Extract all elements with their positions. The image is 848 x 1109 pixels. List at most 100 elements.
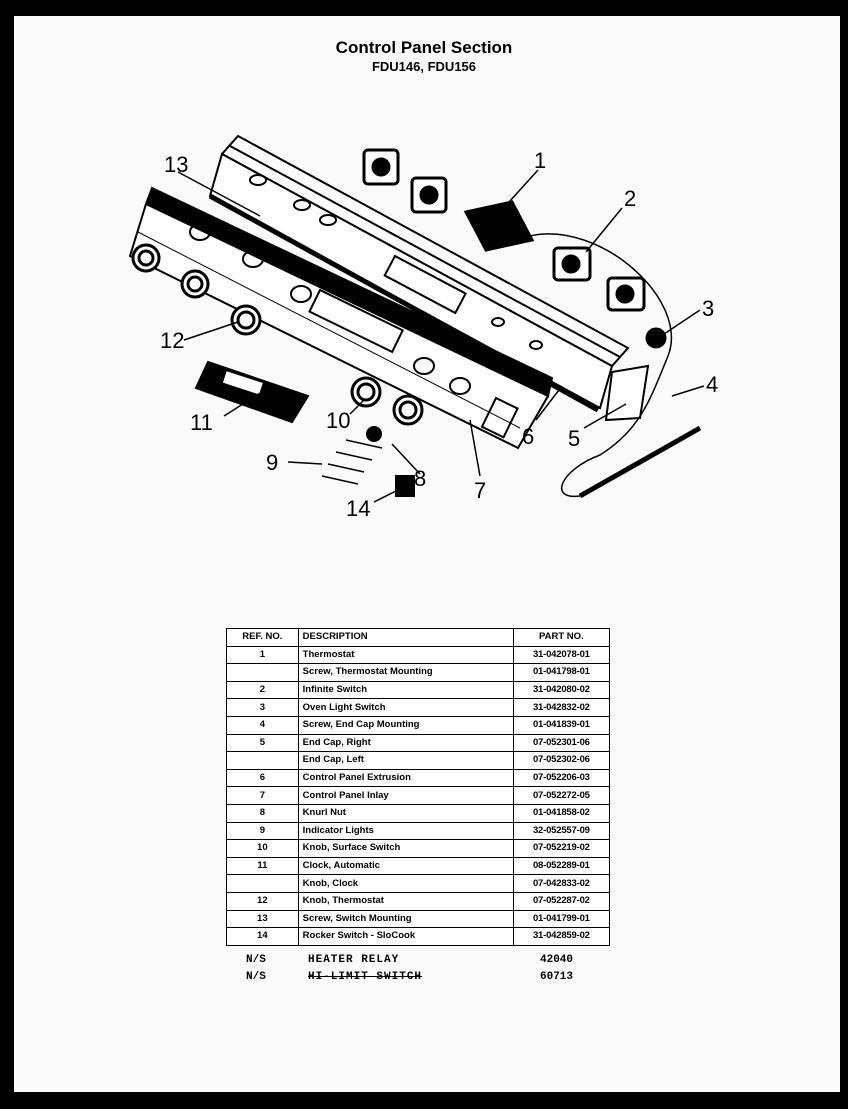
callout-10: 10 <box>326 408 350 433</box>
description-cell: Oven Light Switch <box>297 698 514 717</box>
column-header-ref: REF. NO. <box>226 628 299 647</box>
ref-cell: 10 <box>226 839 299 858</box>
ref-cell: 8 <box>226 803 299 823</box>
exploded-view-diagram: 1 2 3 4 5 6 7 8 9 10 11 12 13 14 <box>128 134 718 521</box>
clock-automatic <box>194 360 310 424</box>
part-number-cell: 31-042859-02 <box>512 927 611 946</box>
not-shown-part: 60713 <box>540 971 574 983</box>
part-number-cell: 07-052287-02 <box>512 891 611 911</box>
ref-cell: 13 <box>226 909 299 929</box>
page-title: Control Panel Section <box>335 38 513 57</box>
description-cell: Knob, Clock <box>297 874 514 893</box>
description-cell: Control Panel Inlay <box>297 786 514 805</box>
callout-14: 14 <box>346 496 370 521</box>
part-number-cell: 07-042833-02 <box>512 874 611 893</box>
ref-cell: 9 <box>226 821 299 841</box>
callout-3: 3 <box>702 296 714 321</box>
control-panel-extrusion <box>208 134 630 413</box>
callout-1: 1 <box>534 148 546 173</box>
ref-cell: 14 <box>226 927 299 946</box>
callout-8: 8 <box>414 466 426 491</box>
part-number-cell: 31-042080-02 <box>512 680 611 700</box>
ref-cell: 6 <box>226 768 299 788</box>
callout-7: 7 <box>474 478 486 503</box>
description-cell: Infinite Switch <box>297 680 514 700</box>
not-shown-ref: N/S <box>246 971 266 983</box>
table-header-row: REF. NO. DESCRIPTION PART NO. <box>226 628 611 647</box>
part-number-cell: 07-052206-03 <box>512 768 611 788</box>
description-cell: Screw, Switch Mounting <box>297 909 514 929</box>
callout-5: 5 <box>568 426 580 451</box>
not-shown-part: 42040 <box>540 954 574 966</box>
part-number-cell: 01-041839-01 <box>512 715 611 735</box>
wiring <box>529 233 673 498</box>
description-cell: Knob, Thermostat <box>297 891 514 911</box>
description-cell: Screw, End Cap Mounting <box>297 715 514 735</box>
description-cell: Clock, Automatic <box>297 856 514 876</box>
not-shown-ref: N/S <box>246 954 266 966</box>
ref-cell: 2 <box>226 680 299 700</box>
callout-4: 4 <box>706 372 718 397</box>
description-cell: Knurl Nut <box>297 803 514 823</box>
leader-lines <box>177 169 705 503</box>
description-cell: End Cap, Right <box>297 733 514 753</box>
column-header-description: DESCRIPTION <box>297 628 514 647</box>
not-shown-description: HEATER RELAY <box>308 954 400 966</box>
ref-cell: 3 <box>226 698 299 717</box>
column-header-part: PART NO. <box>512 628 611 647</box>
callout-12: 12 <box>160 328 184 353</box>
control-panel-inlay <box>128 186 554 450</box>
part-number-cell: 01-041858-02 <box>512 803 611 823</box>
part-number-cell: 01-041798-01 <box>512 663 611 682</box>
description-cell: Control Panel Extrusion <box>297 768 514 788</box>
knobs <box>131 243 424 426</box>
description-cell: Screw, Thermostat Mounting <box>297 663 514 682</box>
hi-limit-probe <box>578 425 702 499</box>
ref-cell: 11 <box>226 856 299 876</box>
part-number-cell: 07-052302-06 <box>512 751 611 770</box>
description-cell: Knob, Surface Switch <box>297 839 514 858</box>
callout-6: 6 <box>522 424 534 449</box>
part-number-cell: 07-052219-02 <box>512 839 611 858</box>
ref-cell: 5 <box>226 733 299 753</box>
thermostats <box>362 148 667 349</box>
not-shown-row: N/S HI-LIMIT SWITCH 60713 <box>246 971 626 987</box>
indicator-lights <box>321 439 383 485</box>
rocker-switch <box>395 475 415 497</box>
callout-numbers: 1 2 3 4 5 6 7 8 9 10 11 12 13 14 <box>160 148 718 521</box>
not-shown-row: N/S HEATER RELAY 42040 <box>246 954 626 970</box>
callout-9: 9 <box>266 450 278 475</box>
part-number-cell: 08-052289-01 <box>512 856 611 876</box>
ref-cell: 1 <box>226 645 299 665</box>
ref-cell <box>226 663 299 682</box>
description-cell: Thermostat <box>297 645 514 665</box>
part-number-cell: 32-052557-09 <box>512 821 611 841</box>
ref-cell <box>226 874 299 893</box>
part-number-cell: 07-052301-06 <box>512 733 611 753</box>
knurl-nut <box>366 426 382 442</box>
model-numbers: FDU146, FDU156 <box>371 59 477 74</box>
end-cap <box>604 364 650 422</box>
callout-11: 11 <box>190 410 213 435</box>
ref-cell <box>226 751 299 770</box>
part-number-cell: 31-042078-01 <box>512 645 611 665</box>
ref-cell: 4 <box>226 715 299 735</box>
description-cell: End Cap, Left <box>297 751 514 770</box>
